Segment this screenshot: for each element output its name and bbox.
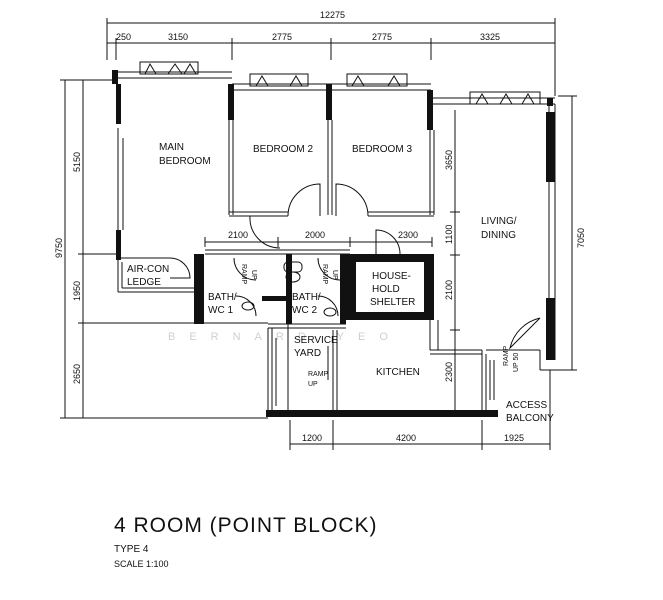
label-bath-1-2: WC 1 bbox=[208, 305, 233, 316]
label-shelter-1: HOUSE- bbox=[372, 271, 411, 282]
ramp-access-2: UP 50 bbox=[513, 353, 520, 372]
label-main-bedroom-1: MAIN bbox=[159, 142, 184, 153]
label-main-bedroom-2: BEDROOM bbox=[159, 156, 211, 167]
label-bedroom-3: BEDROOM 3 bbox=[352, 144, 412, 155]
ramp-service-1: RAMP bbox=[308, 371, 329, 378]
plan-scale: SCALE 1:100 bbox=[114, 559, 169, 569]
label-bath-1-1: BATH/ bbox=[208, 292, 237, 303]
ramp-bath1-2: UP bbox=[250, 270, 257, 280]
ramp-access-1: RAMP bbox=[503, 345, 510, 366]
dim-top-3: 2775 bbox=[272, 32, 292, 42]
walls bbox=[112, 70, 556, 417]
label-shelter-2: HOLD bbox=[372, 284, 400, 295]
dim-inner-v-2: 1100 bbox=[444, 225, 454, 244]
dim-right: 7050 bbox=[576, 228, 586, 248]
label-bedroom-2: BEDROOM 2 bbox=[253, 144, 313, 155]
dim-left-3: 2650 bbox=[72, 364, 82, 384]
label-living-2: DINING bbox=[481, 230, 516, 241]
ramp-bath2-2: UP bbox=[331, 270, 338, 280]
label-service-1: SERVICE bbox=[294, 335, 338, 346]
ramp-bath1-1: RAMP bbox=[240, 264, 247, 285]
dim-bottom-3: 1925 bbox=[504, 433, 524, 443]
dim-top-2: 3150 bbox=[168, 32, 188, 42]
watermark: BERNARD YEO bbox=[168, 331, 402, 343]
dim-inner-v-1: 3650 bbox=[444, 150, 454, 170]
ramp-service-2: UP bbox=[308, 381, 318, 388]
dim-inner-h-3: 2300 bbox=[398, 230, 418, 240]
dim-inner-v-4: 2300 bbox=[444, 362, 454, 382]
dim-top-5: 3325 bbox=[480, 32, 500, 42]
windows bbox=[139, 61, 541, 105]
label-service-2: YARD bbox=[294, 348, 321, 359]
fixtures bbox=[241, 261, 337, 317]
label-aircon-2: LEDGE bbox=[127, 277, 161, 288]
ramp-bath2-1: RAMP bbox=[321, 264, 328, 285]
dim-inner-h-1: 2100 bbox=[228, 230, 248, 240]
dimension-lines bbox=[60, 18, 577, 450]
label-access-2: BALCONY bbox=[506, 413, 554, 424]
dim-overall: 12275 bbox=[320, 10, 345, 20]
dim-bottom-1: 1200 bbox=[302, 433, 322, 443]
label-living-1: LIVING/ bbox=[481, 216, 517, 227]
dim-left-1: 5150 bbox=[72, 152, 82, 172]
plan-title: 4 ROOM (POINT BLOCK) bbox=[114, 514, 378, 537]
label-bath-2-2: WC 2 bbox=[292, 305, 317, 316]
dim-left-2: 1950 bbox=[72, 281, 82, 301]
label-bath-2-1: BATH/ bbox=[292, 292, 321, 303]
plan-type: TYPE 4 bbox=[114, 544, 149, 555]
label-access-1: ACCESS bbox=[506, 400, 547, 411]
dim-inner-v-3: 2100 bbox=[444, 280, 454, 300]
label-aircon-1: AIR-CON bbox=[127, 264, 169, 275]
dim-top-1: 250 bbox=[116, 32, 131, 42]
label-shelter-3: SHELTER bbox=[370, 297, 415, 308]
dim-left-total: 9750 bbox=[54, 238, 64, 258]
dim-top-4: 2775 bbox=[372, 32, 392, 42]
label-kitchen: KITCHEN bbox=[376, 367, 420, 378]
dim-bottom-2: 4200 bbox=[396, 433, 416, 443]
dim-inner-h-2: 2000 bbox=[305, 230, 325, 240]
doors bbox=[169, 183, 541, 380]
